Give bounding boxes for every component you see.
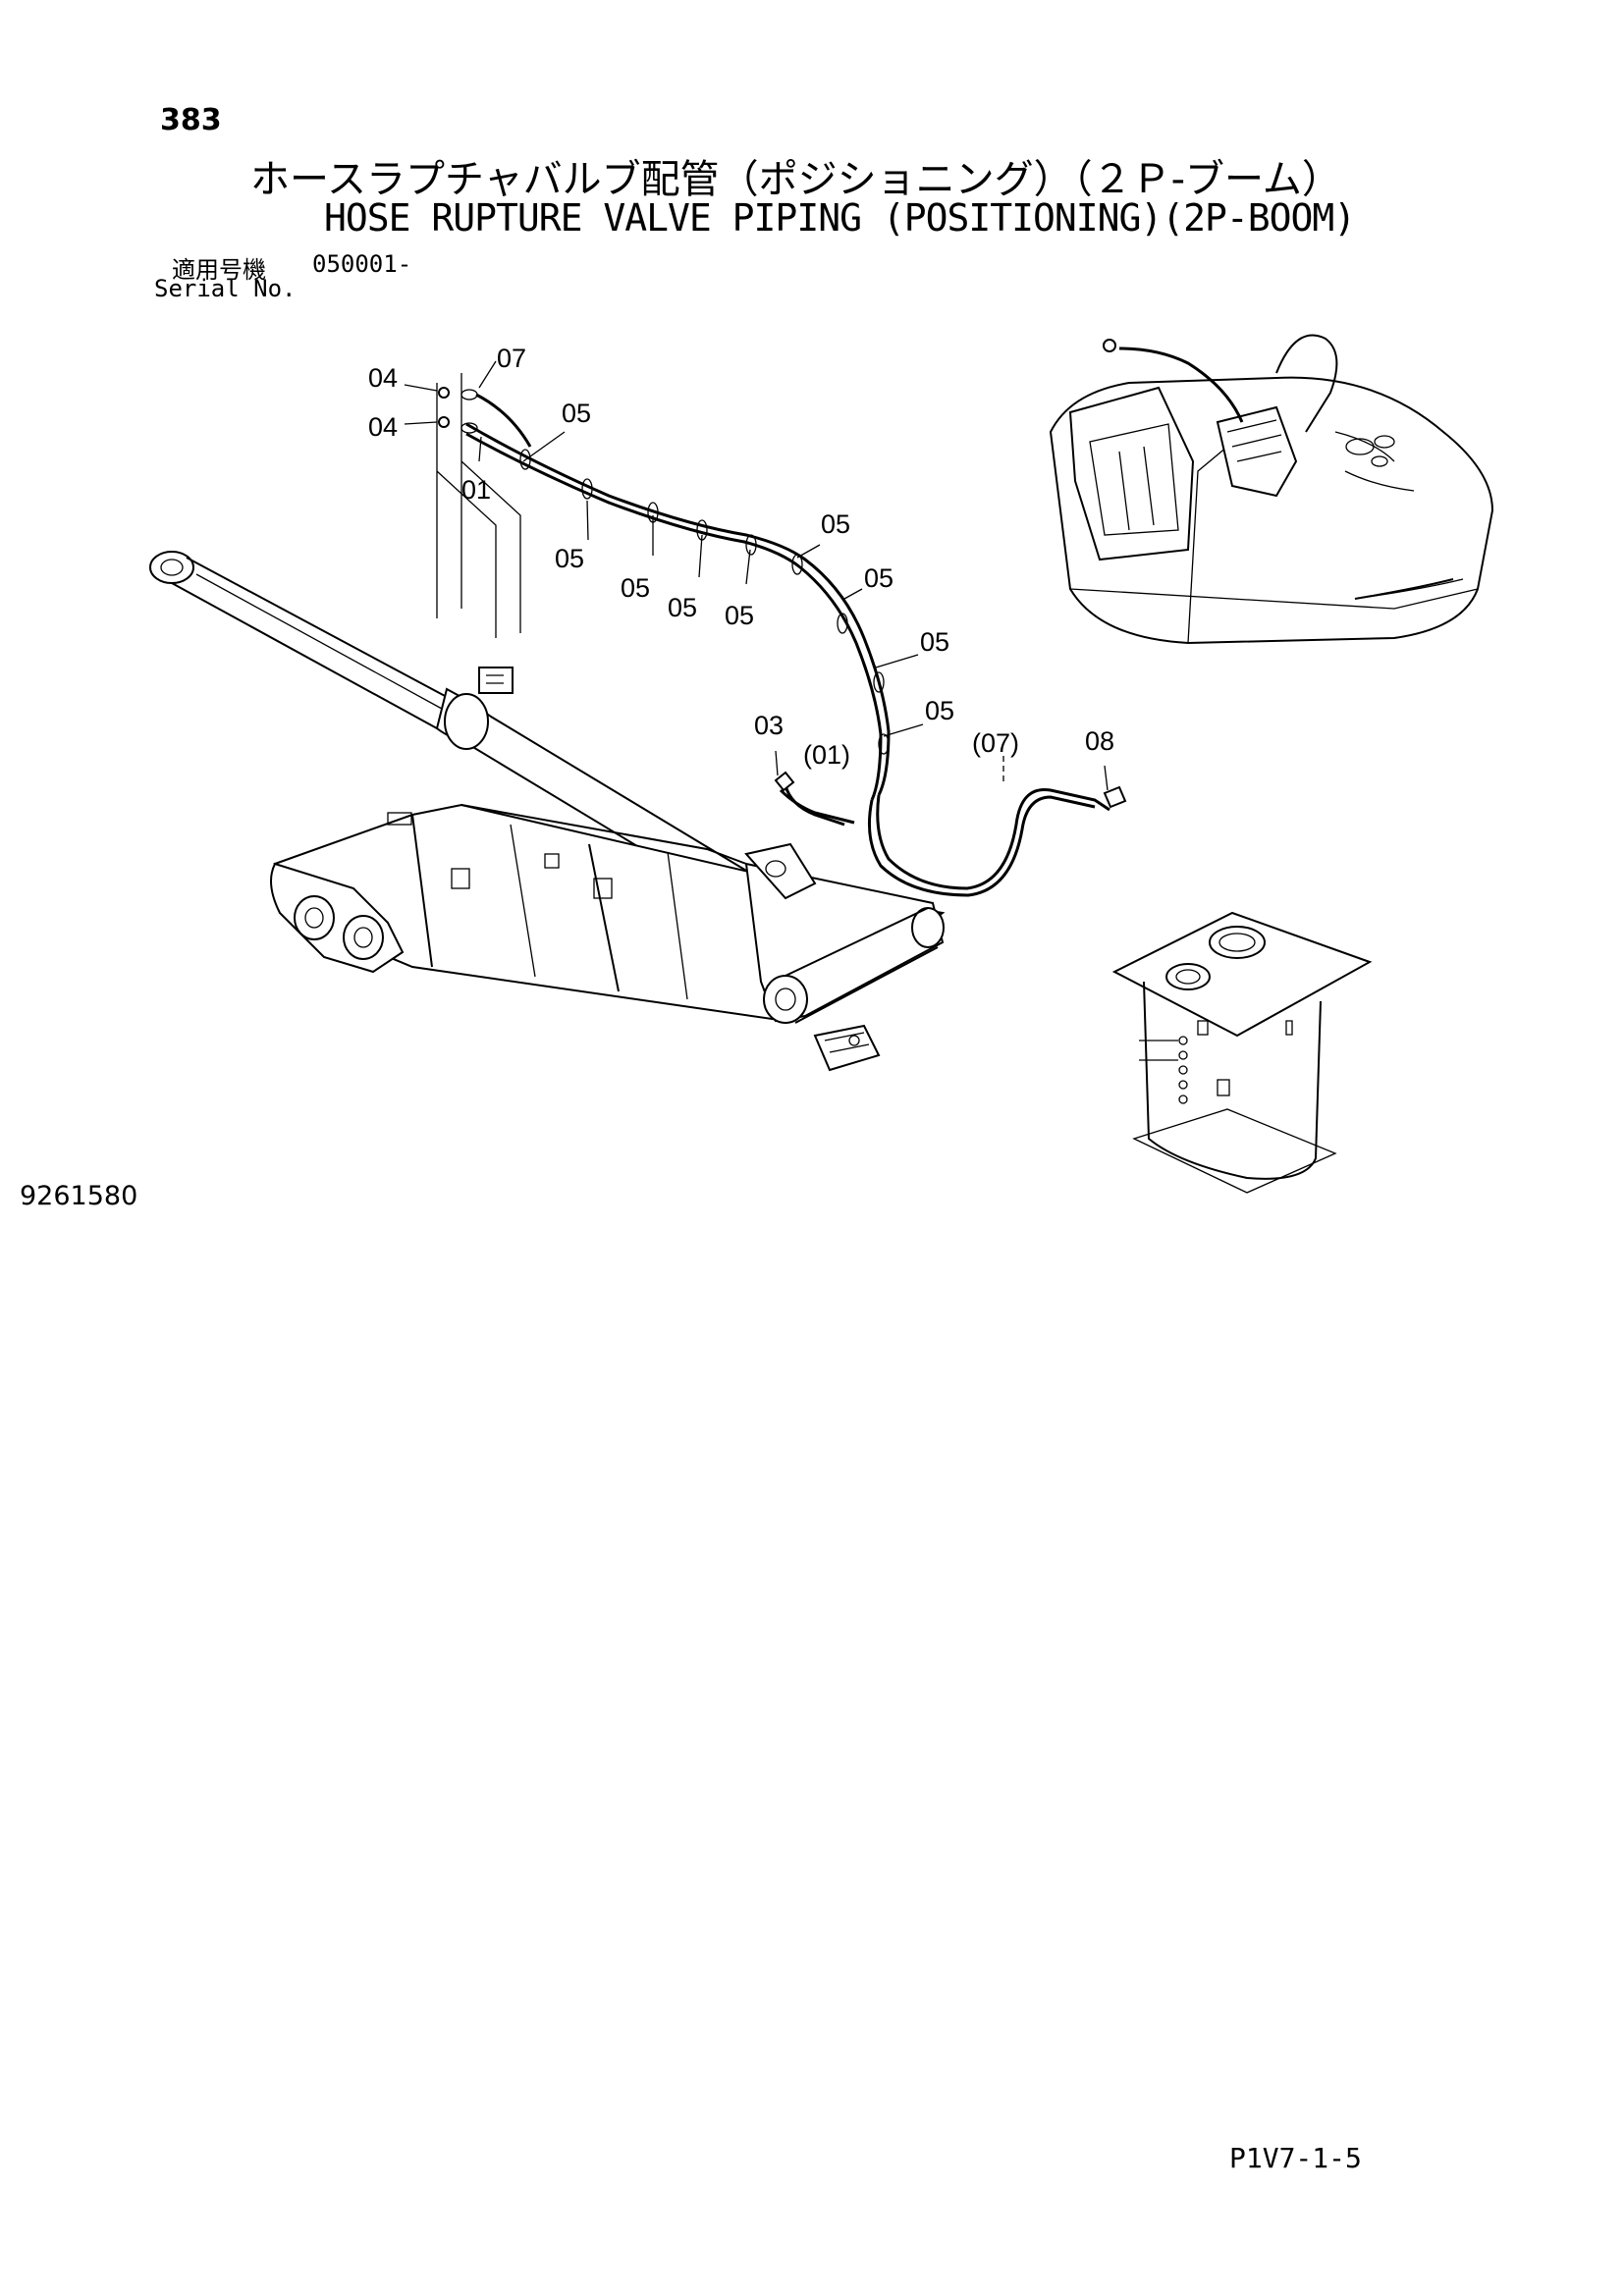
title-english: HOSE RUPTURE VALVE PIPING (POSITIONING)(…	[324, 196, 1356, 240]
callout-03: 03	[754, 711, 784, 740]
callout-05-d: 05	[725, 601, 754, 630]
serial-value: 050001-	[312, 250, 412, 278]
serial-label-japanese: 適用号機	[172, 256, 266, 284]
drawing-number: 9261580	[20, 1181, 138, 1211]
callout-07-paren: (07)	[972, 728, 1019, 758]
callout-05-g: 05	[920, 627, 949, 657]
clamps	[519, 449, 890, 755]
serial-label-english: Serial No.	[154, 275, 297, 302]
boom-assembly	[149, 551, 946, 1072]
page-code: P1V7-1-5	[1229, 2142, 1362, 2174]
break-line	[436, 373, 521, 638]
upper-structure	[1049, 334, 1494, 645]
callout-05-a: 05	[555, 544, 584, 573]
callout-05-h: 05	[925, 696, 954, 725]
fittings-04-07	[438, 387, 1127, 809]
callout-05-b: 05	[621, 573, 650, 603]
title-japanese: ホースラプチャバルブ配管（ポジショニング）（２Ｐ-ブーム）	[250, 157, 1341, 202]
callout-08: 08	[1085, 726, 1114, 756]
callout-labels: 04 04 07 05 01 05 05 05 05 05 05 05 05 0…	[368, 344, 1114, 770]
callout-01-paren: (01)	[803, 740, 850, 770]
callout-01: 01	[461, 475, 491, 505]
callout-05-c: 05	[668, 593, 697, 622]
callout-04-upper: 04	[368, 363, 398, 393]
callout-05-e: 05	[821, 509, 850, 539]
leader-lines	[404, 360, 1109, 791]
callout-04-lower: 04	[368, 412, 398, 442]
tank-assembly	[1111, 911, 1373, 1194]
callout-07: 07	[497, 344, 526, 373]
page-number: 383	[160, 103, 222, 137]
hose-routing	[465, 422, 1110, 897]
callout-05-top: 05	[562, 399, 591, 428]
callout-05-f: 05	[864, 563, 893, 593]
